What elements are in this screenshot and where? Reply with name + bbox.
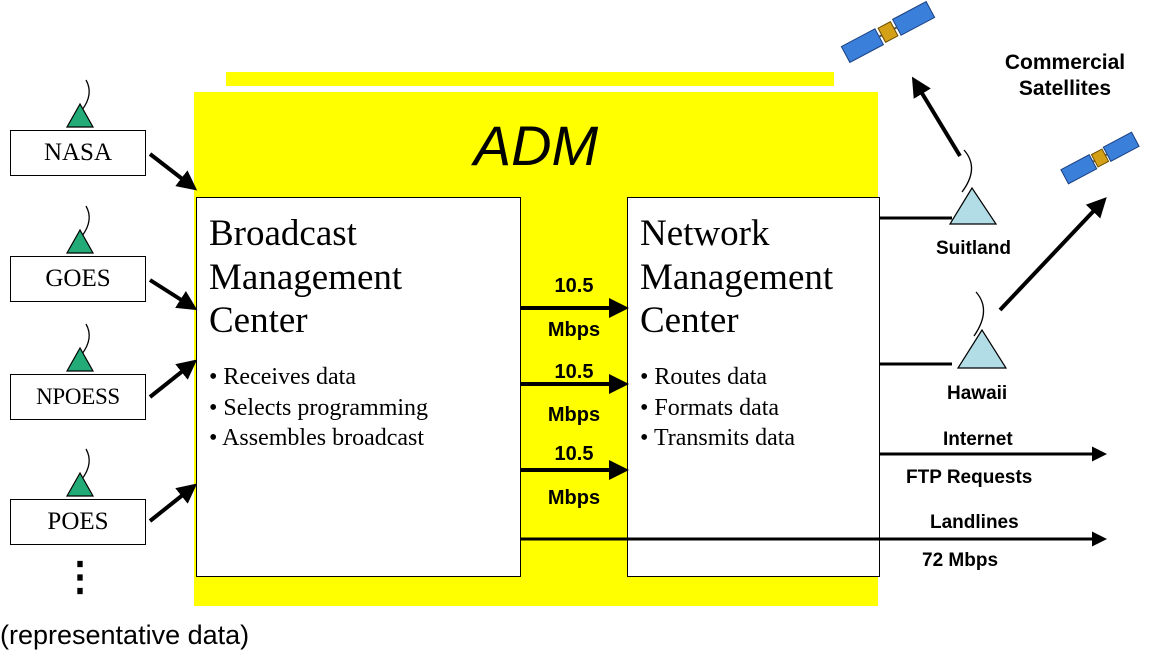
broadcast-management-center: Broadcast Management Center Receives dat… bbox=[196, 197, 521, 577]
antenna-icon-hawaii bbox=[956, 291, 1008, 369]
source-box-poes: POES bbox=[10, 499, 146, 545]
station-label-hawaii: Hawaii bbox=[947, 383, 1008, 404]
input-arrow-npoess bbox=[148, 359, 198, 399]
broadcast-center-title-line2: Management bbox=[209, 256, 403, 298]
input-arrow-goes bbox=[148, 278, 198, 311]
source-box-goes: GOES bbox=[10, 256, 146, 302]
network-bullet: Routes data bbox=[640, 362, 795, 393]
adm-title: ADM bbox=[473, 114, 599, 177]
satellites-label-line2: Satellites bbox=[1018, 77, 1112, 101]
internet-label: Internet bbox=[943, 429, 1013, 450]
antenna-icon-suitland bbox=[948, 149, 998, 225]
network-center-title-line1: Network bbox=[640, 213, 770, 254]
uplink-arrow-suitland bbox=[911, 76, 962, 158]
broadcast-bullet: Assembles broadcast bbox=[209, 423, 428, 454]
network-management-center: Network Management Center Routes data Fo… bbox=[627, 197, 880, 577]
link-unit-3: Mbps bbox=[547, 487, 601, 509]
more-sources-ellipsis: ⋮ bbox=[60, 554, 100, 599]
broadcast-bullet: Receives data bbox=[209, 362, 428, 393]
uplink-arrow-hawaii bbox=[998, 197, 1107, 312]
broadcast-center-title: Broadcast Management Center bbox=[209, 212, 402, 343]
input-arrow-nasa bbox=[148, 152, 198, 191]
landlines-rate-label: 72 Mbps bbox=[922, 550, 999, 571]
source-box-npoess: NPOESS bbox=[10, 374, 146, 420]
satellite-icon-1 bbox=[840, 0, 936, 64]
link-rate-2: 10.5 bbox=[554, 361, 594, 383]
network-center-title: Network Management Center bbox=[640, 212, 833, 343]
antenna-icon-npoess bbox=[65, 323, 95, 372]
link-rate-1: 10.5 bbox=[554, 275, 594, 297]
antenna-icon-goes bbox=[65, 205, 95, 254]
network-center-title-line3: Center bbox=[640, 300, 739, 342]
antenna-icon-nasa bbox=[65, 79, 95, 128]
broadcast-bullet: Selects programming bbox=[209, 393, 428, 424]
link-unit-1: Mbps bbox=[547, 319, 601, 341]
link-rate-3: 10.5 bbox=[554, 443, 594, 465]
broadcast-center-bullets: Receives data Selects programming Assemb… bbox=[209, 362, 428, 454]
landlines-label: Landlines bbox=[930, 512, 1019, 533]
satellites-label-line1: Commercial bbox=[1004, 51, 1126, 74]
antenna-icon-poes bbox=[65, 448, 95, 497]
source-box-nasa: NASA bbox=[10, 130, 146, 176]
network-center-bullets: Routes data Formats data Transmits data bbox=[640, 362, 795, 454]
ftp-requests-label: FTP Requests bbox=[906, 467, 1033, 488]
network-bullet: Formats data bbox=[640, 393, 795, 424]
commercial-satellites-label: Commercial Satellites bbox=[970, 50, 1154, 103]
broadcast-center-title-line3: Center bbox=[209, 300, 308, 342]
satellite-icon-2 bbox=[1060, 131, 1140, 185]
input-arrow-poes bbox=[148, 483, 198, 523]
broadcast-center-title-line1: Broadcast bbox=[209, 213, 357, 254]
station-label-suitland: Suitland bbox=[936, 238, 1011, 259]
network-center-title-line2: Management bbox=[640, 256, 834, 298]
representative-data-caption: (representative data) bbox=[0, 620, 250, 650]
adm-top-stripe bbox=[226, 72, 834, 86]
link-unit-2: Mbps bbox=[547, 404, 601, 426]
network-bullet: Transmits data bbox=[640, 423, 795, 454]
